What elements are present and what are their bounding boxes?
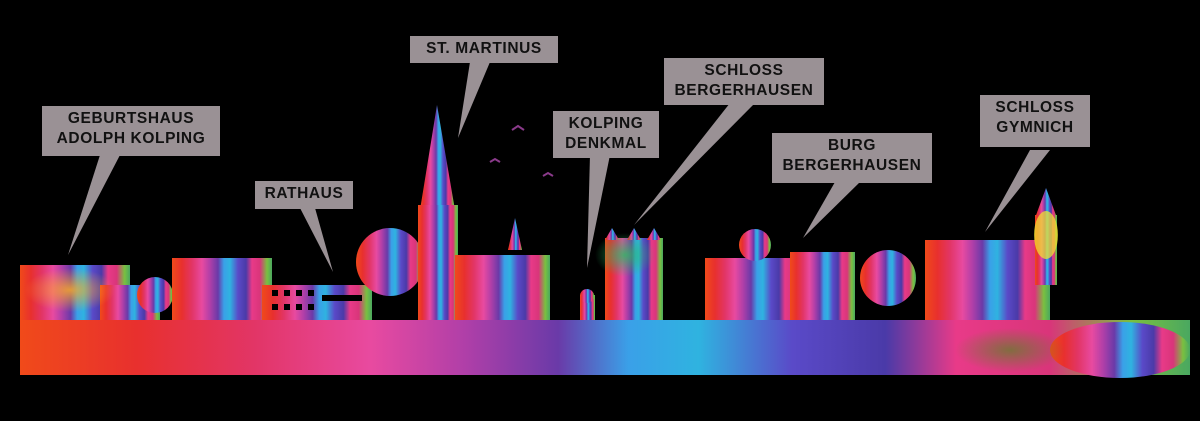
label-line: BERGERHAUSEN (782, 157, 922, 174)
label-line: SCHLOSS (995, 99, 1075, 116)
label-schloss-gymnich: SCHLOSS GYMNICH (980, 95, 1090, 147)
label-st-martinus: ST. MARTINUS (410, 36, 558, 63)
label-schloss-bergerhausen: SCHLOSS BERGERHAUSEN (664, 58, 824, 105)
label-line: BURG (827, 137, 877, 154)
callout-pointers (68, 62, 1050, 272)
label-line: RATHAUS (264, 185, 344, 202)
label-kolping-denkmal: KOLPING DENKMAL (553, 111, 659, 158)
label-rathaus: RATHAUS (255, 181, 353, 209)
label-line: ST. MARTINUS (426, 40, 542, 57)
label-line: DENKMAL (565, 135, 647, 152)
label-line: GEBURTSHAUS (67, 110, 195, 127)
label-line: ADOLPH KOLPING (56, 130, 206, 147)
label-geburtshaus: GEBURTSHAUS ADOLPH KOLPING (42, 106, 220, 156)
watercolor-splashes (25, 211, 1065, 372)
rathaus-windows (272, 290, 362, 310)
label-line: BERGERHAUSEN (674, 82, 814, 99)
birds (489, 124, 554, 177)
label-line: GYMNICH (996, 119, 1074, 136)
label-burg-bergerhausen: BURG BERGERHAUSEN (772, 133, 932, 183)
label-line: SCHLOSS (704, 62, 784, 79)
label-line: KOLPING (568, 115, 644, 132)
